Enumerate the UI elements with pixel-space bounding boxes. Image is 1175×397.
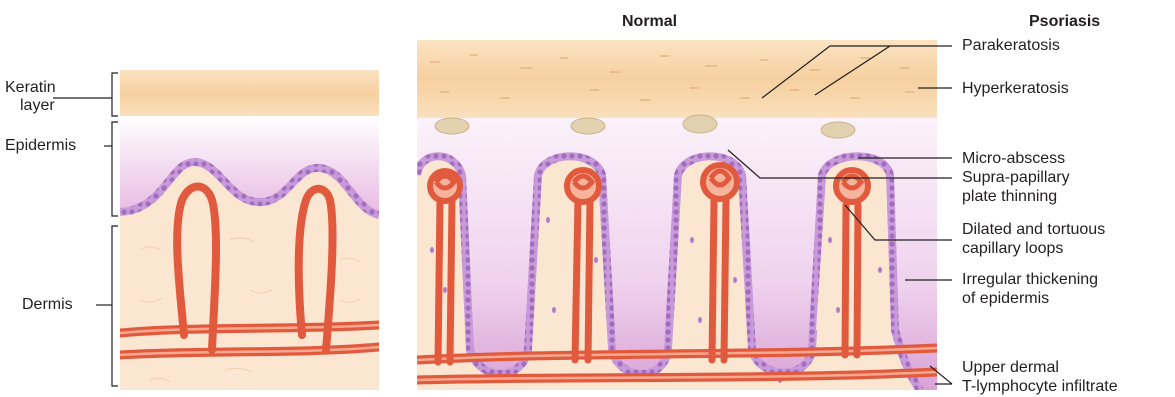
- label-supra-line2: plate thinning: [962, 187, 1057, 206]
- label-parakeratosis: Parakeratosis: [962, 36, 1060, 55]
- header-psoriasis: Psoriasis: [1029, 13, 1100, 31]
- label-keratin-line2: layer: [20, 96, 55, 115]
- label-hyperkeratosis: Hyperkeratosis: [962, 79, 1069, 98]
- micro-abscess: [435, 118, 469, 134]
- label-dilated-line2: capillary loops: [962, 239, 1063, 258]
- normal-skin-panel: [120, 70, 379, 390]
- micro-abscess: [571, 118, 605, 134]
- label-upper-line2: T-lymphocyte infiltrate: [962, 377, 1118, 396]
- label-supra-line1: Supra-papillary: [962, 168, 1070, 187]
- micro-abscess: [683, 115, 717, 133]
- label-keratin-line1: Keratin: [5, 78, 56, 97]
- micro-abscess: [821, 122, 855, 138]
- label-dermis: Dermis: [22, 295, 73, 314]
- keratin-layer-left: [120, 70, 379, 116]
- label-irregular-line1: Irregular thickening: [962, 270, 1098, 289]
- header-normal: Normal: [622, 13, 677, 31]
- label-epidermis: Epidermis: [5, 136, 76, 155]
- label-dilated-line1: Dilated and tortuous: [962, 220, 1105, 239]
- label-upper-line1: Upper dermal: [962, 358, 1059, 377]
- label-micro-abscess: Micro-abscess: [962, 149, 1065, 168]
- left-brackets: [53, 73, 118, 386]
- psoriasis-skin-panel: [417, 40, 937, 390]
- label-irregular-line2: of epidermis: [962, 289, 1049, 308]
- keratin-layer-right: [417, 40, 937, 118]
